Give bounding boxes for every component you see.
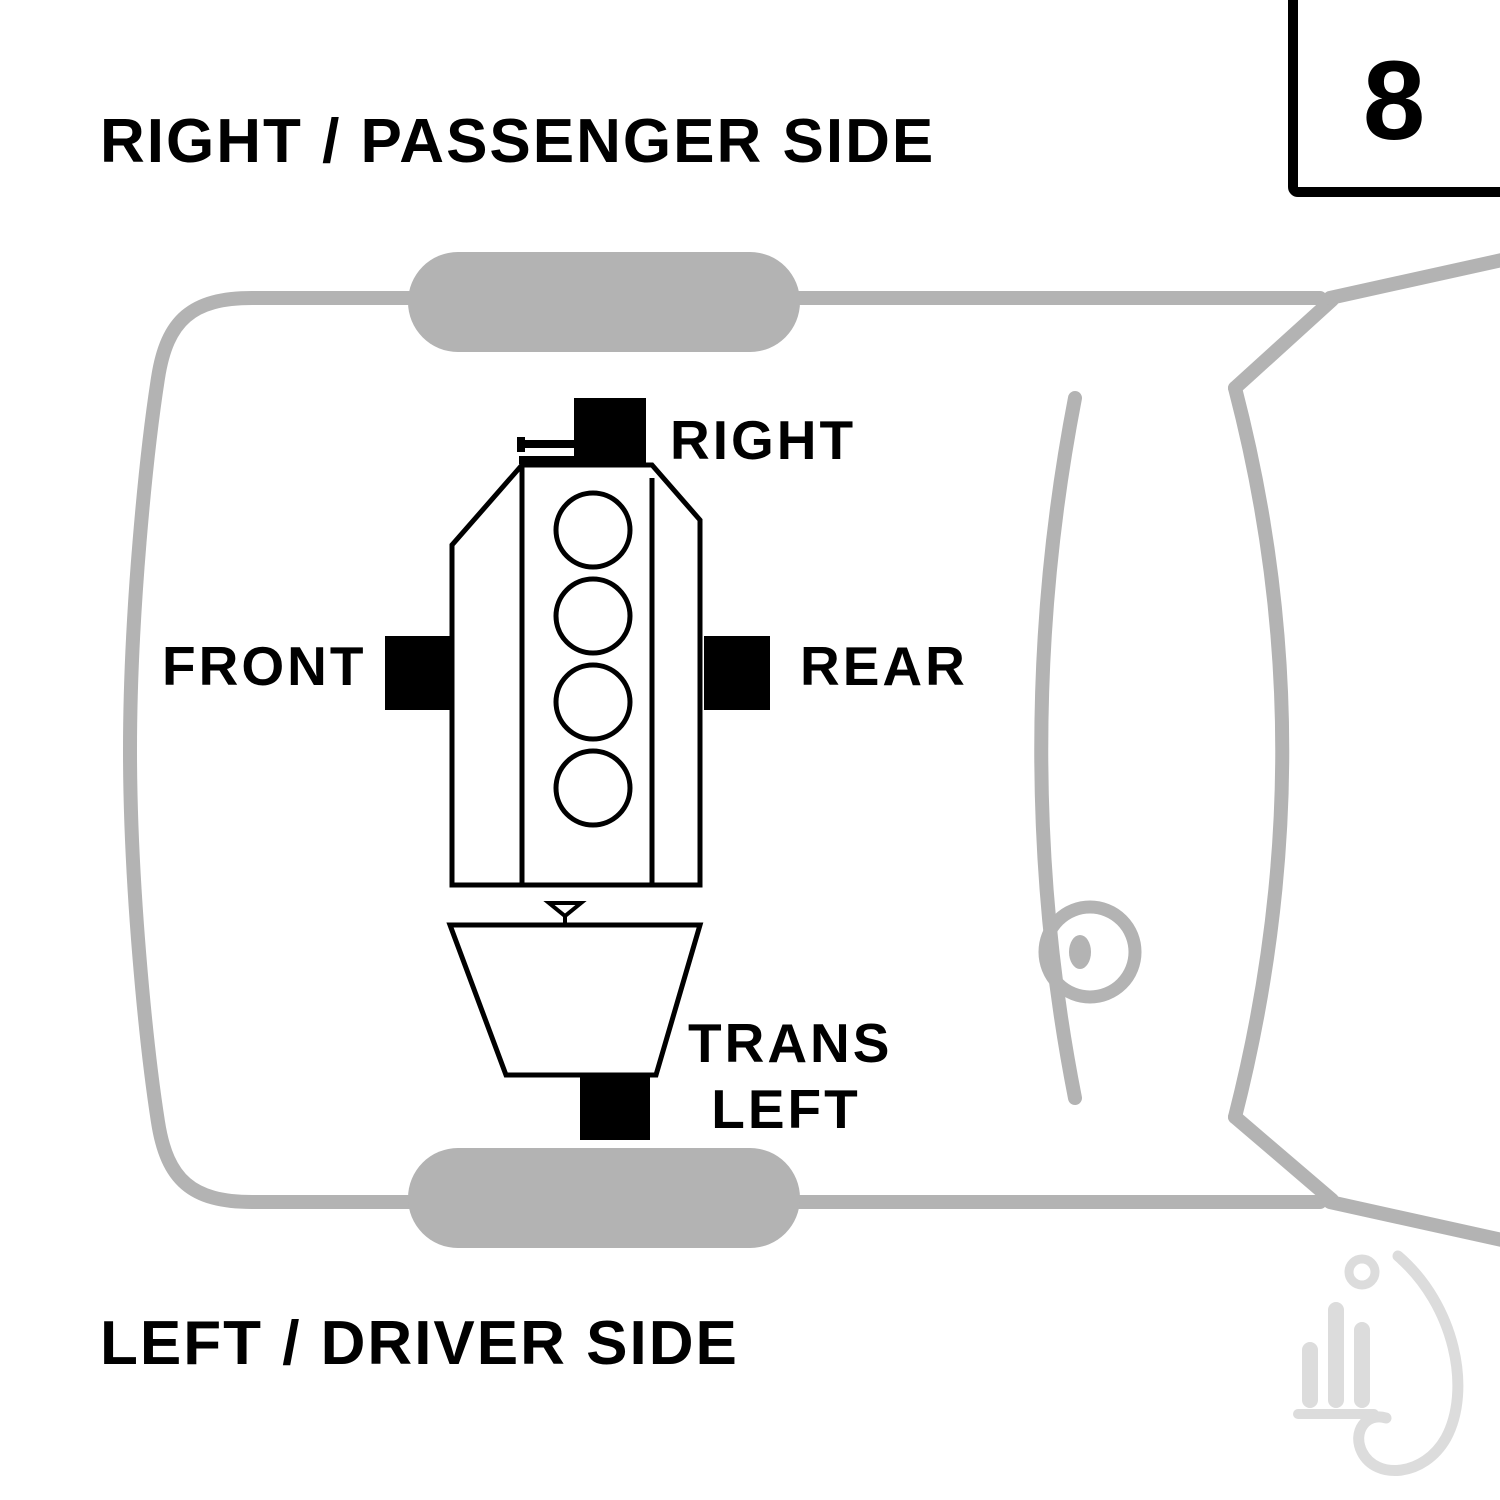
mount-front-marker [385, 636, 451, 710]
tire-driver-side [408, 1148, 800, 1248]
title-passenger-side: RIGHT / PASSENGER SIDE [100, 107, 936, 176]
windshield-rear-arc [1228, 381, 1290, 1124]
body-edge-top-right [1323, 253, 1500, 305]
funnel-icon [543, 901, 587, 925]
car-outline [122, 253, 1500, 1247]
windshield-front-arc [1034, 391, 1082, 1105]
car-body-outline [122, 291, 1327, 1209]
steering-wheel-icon [1038, 900, 1142, 1004]
label-mount-right: RIGHT [670, 409, 857, 471]
mount-trans-left-marker [580, 1073, 650, 1140]
figure-number: 8 [1362, 38, 1426, 163]
transmission-outline [446, 922, 704, 1078]
cylinder-4 [553, 748, 633, 828]
engine-schematic [446, 437, 704, 1078]
watermark-bars [1302, 1302, 1370, 1408]
label-mount-front: FRONT [162, 635, 367, 697]
steering-hub-icon [1069, 935, 1091, 969]
mount-right-marker [574, 398, 646, 465]
cylinder-1 [553, 490, 633, 570]
cylinder-3 [553, 662, 633, 742]
mount-rear-marker [704, 636, 770, 710]
watermark-hook [1353, 1250, 1464, 1476]
a-pillar-bottom-line [1228, 1110, 1339, 1207]
cylinder-2 [553, 576, 633, 656]
label-trans-line2: LEFT [711, 1078, 861, 1140]
car-filled-shapes [408, 252, 1091, 1248]
label-mount-trans-left: TRANS LEFT [688, 1010, 893, 1142]
watermark-logo [1293, 1250, 1464, 1476]
title-driver-side: LEFT / DRIVER SIDE [100, 1309, 739, 1378]
label-mount-rear: REAR [800, 635, 968, 697]
label-trans-line1: TRANS [688, 1012, 893, 1074]
a-pillar-top-line [1228, 293, 1339, 395]
mount-stud-pins [517, 437, 575, 464]
tire-passenger-side [408, 252, 800, 352]
figure-number-box [1288, 0, 1500, 197]
mount-markers [385, 398, 770, 1140]
body-edge-bottom-right [1323, 1195, 1500, 1247]
watermark-circle [1344, 1254, 1380, 1290]
